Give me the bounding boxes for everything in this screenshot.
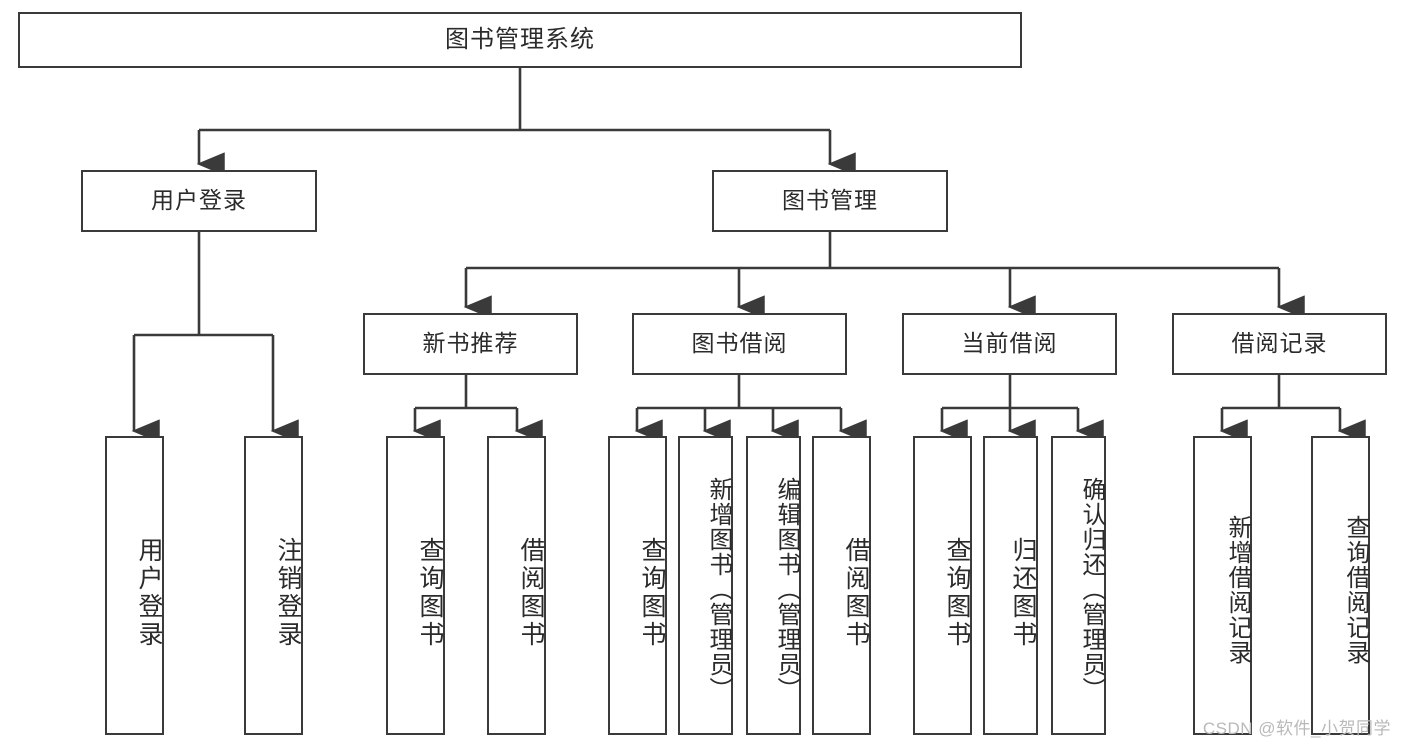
leaf-recommend-query-book[interactable]: 查询图书 bbox=[386, 436, 445, 735]
node-book-manage[interactable]: 图书管理 bbox=[712, 170, 948, 232]
node-root-system[interactable]: 图书管理系统 bbox=[18, 12, 1022, 68]
leaf-borrow-lend-book[interactable]: 借阅图书 bbox=[812, 436, 871, 735]
leaf-current-return-book[interactable]: 归还图书 bbox=[983, 436, 1038, 735]
leaf-current-query-book[interactable]: 查询图书 bbox=[913, 436, 972, 735]
leaf-recommend-borrow-book[interactable]: 借阅图书 bbox=[487, 436, 546, 735]
leaf-borrow-add-book-admin[interactable]: 新增图书（管理员） bbox=[678, 436, 733, 735]
leaf-user-login[interactable]: 用户登录 bbox=[105, 436, 164, 735]
leaf-current-confirm-return-admin[interactable]: 确认归还（管理员） bbox=[1051, 436, 1106, 735]
leaf-borrow-edit-book-admin[interactable]: 编辑图书（管理员） bbox=[746, 436, 801, 735]
csdn-watermark: CSDN @软件_小贺同学 bbox=[1202, 719, 1391, 738]
leaf-borrow-query-book[interactable]: 查询图书 bbox=[608, 436, 667, 735]
node-new-book-recommend[interactable]: 新书推荐 bbox=[363, 313, 578, 375]
node-user-login[interactable]: 用户登录 bbox=[81, 170, 317, 232]
leaf-record-add[interactable]: 新增借阅记录 bbox=[1193, 436, 1252, 735]
node-book-borrow[interactable]: 图书借阅 bbox=[632, 313, 847, 375]
leaf-user-logout[interactable]: 注销登录 bbox=[244, 436, 303, 735]
node-borrow-record[interactable]: 借阅记录 bbox=[1172, 313, 1387, 375]
node-current-borrow[interactable]: 当前借阅 bbox=[902, 313, 1117, 375]
leaf-record-search[interactable]: 查询借阅记录 bbox=[1311, 436, 1370, 735]
